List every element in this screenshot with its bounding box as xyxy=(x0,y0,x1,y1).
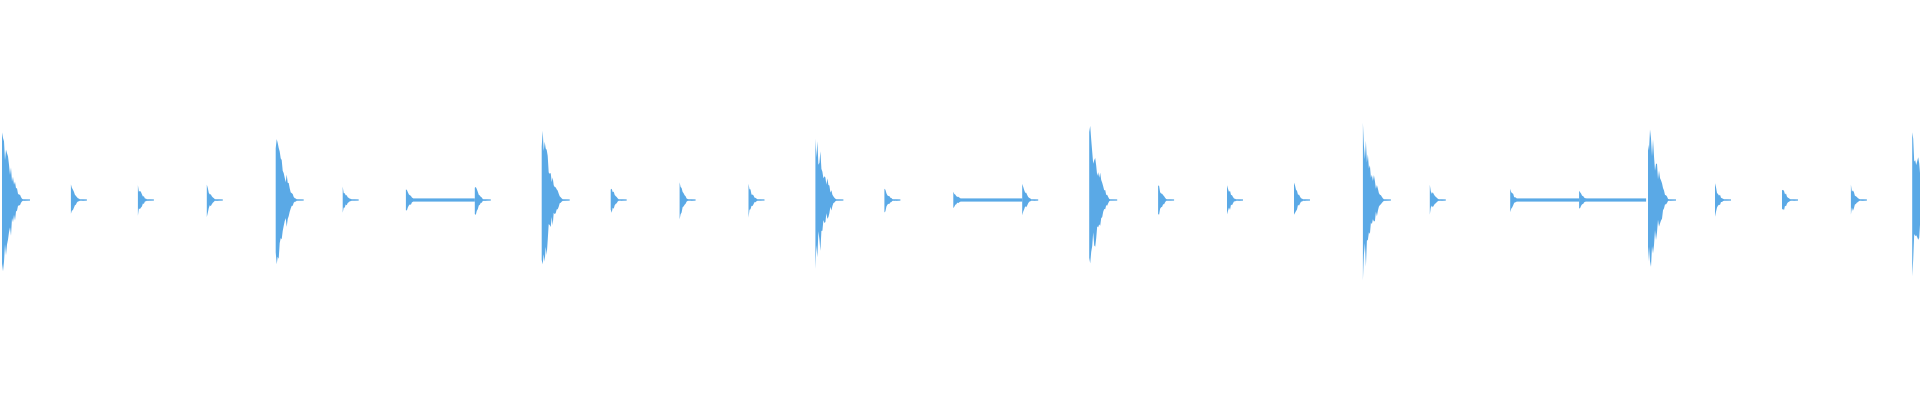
waveform-sustain xyxy=(1583,198,1647,202)
waveform-tick-hit xyxy=(1022,183,1039,216)
waveform-accent-hit xyxy=(1648,129,1676,267)
waveform-sustain xyxy=(957,198,1023,202)
waveform-tick-hit xyxy=(474,187,491,215)
waveform-tick-hit xyxy=(1782,189,1798,211)
waveform-tick-hit xyxy=(1429,184,1446,215)
waveform-tick-hit xyxy=(679,182,696,220)
waveform-tick-hit xyxy=(1294,182,1310,215)
waveform-tick-hit xyxy=(1850,184,1867,215)
waveform-tick-hit xyxy=(1158,185,1175,215)
waveform-tick-hit xyxy=(1227,185,1243,215)
waveform-accent-hit xyxy=(815,138,844,270)
waveform-tick-hit xyxy=(1715,183,1731,217)
waveform-tick-hit xyxy=(70,184,87,214)
waveform-accent-hit xyxy=(1912,132,1920,277)
waveform-accent-hit xyxy=(2,132,30,272)
waveform-tick-hit xyxy=(342,186,359,213)
waveform-tick-hit xyxy=(206,184,223,217)
waveform-tick-hit xyxy=(137,185,154,216)
waveform-tick-hit xyxy=(884,188,901,213)
waveform-accent-hit xyxy=(275,139,304,265)
waveform-accent-hit xyxy=(541,130,570,265)
waveform-tick-hit xyxy=(610,188,627,213)
waveform-accent-hit xyxy=(1089,125,1118,264)
waveform-sustain xyxy=(409,198,475,202)
waveform-sustain xyxy=(1514,198,1580,202)
waveform-accent-hit xyxy=(1362,122,1391,281)
waveform-tick-hit xyxy=(748,183,765,218)
